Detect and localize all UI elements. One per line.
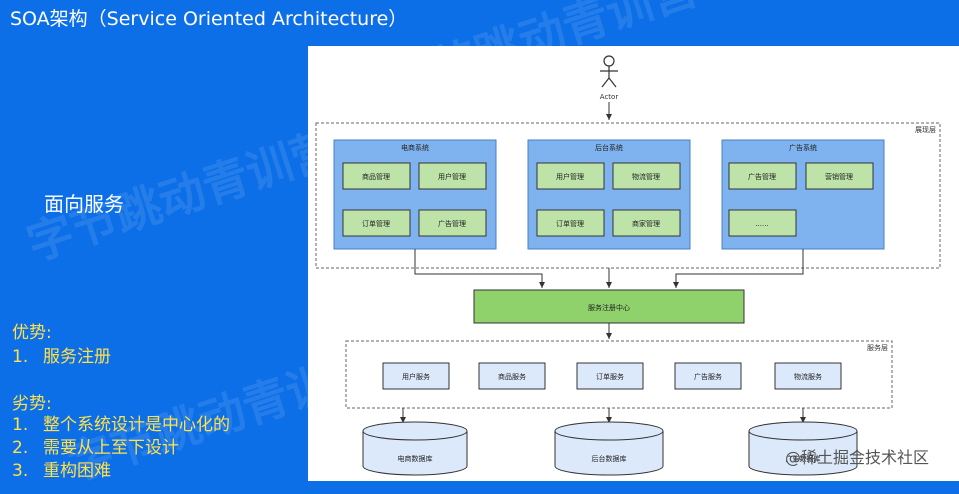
presentation-layer-label: 展现层 xyxy=(915,126,936,134)
soa-architecture-diagram: Actor 展现层 电商系统 商品管理 用户管理 订单管理 广告管理 后台系统 … xyxy=(308,46,959,481)
module-label: 物流管理 xyxy=(632,172,660,181)
database-label: 广告数据库 xyxy=(786,454,821,463)
service-registry-label: 服务注册中心 xyxy=(588,303,630,312)
cons-item: 1. 整个系统设计是中心化的 xyxy=(12,410,230,435)
service-layer-frame xyxy=(345,340,893,409)
pros-item: 1. 服务注册 xyxy=(12,342,111,367)
module-box xyxy=(728,209,797,237)
module-box xyxy=(612,162,681,190)
list-number: 1. xyxy=(12,415,29,435)
presentation-layer-frame xyxy=(315,122,941,269)
module-label: 用户管理 xyxy=(556,172,584,181)
service-box xyxy=(674,362,742,390)
list-number: 1. xyxy=(12,347,29,367)
system-box-advertising: 广告系统 广告管理 营销管理 ...... xyxy=(721,139,885,250)
module-label: 广告管理 xyxy=(438,219,466,228)
module-label: 用户管理 xyxy=(438,172,466,181)
module-label: 订单管理 xyxy=(362,219,390,228)
list-number: 3. xyxy=(12,461,29,481)
database-icon xyxy=(362,421,468,476)
module-label: 商品管理 xyxy=(362,172,390,181)
database-icon xyxy=(554,421,664,476)
slide-title: SOA架构（Service Oriented Architecture） xyxy=(10,8,408,30)
pros-heading: 优势: xyxy=(12,323,52,343)
list-item-text: 整个系统设计是中心化的 xyxy=(43,415,230,435)
slide-subtitle: 面向服务 xyxy=(44,192,124,216)
module-box xyxy=(536,162,605,190)
module-box xyxy=(612,209,681,237)
service-registry-box xyxy=(473,289,745,324)
service-layer-label: 服务层 xyxy=(867,343,888,352)
database-icon xyxy=(748,421,858,476)
module-box xyxy=(342,162,411,190)
title-bar: SOA架构（Service Oriented Architecture） xyxy=(0,0,959,34)
module-box xyxy=(728,162,797,190)
module-label: 订单管理 xyxy=(556,219,584,228)
diagram-canvas: Actor 展现层 电商系统 商品管理 用户管理 订单管理 广告管理 后台系统 … xyxy=(315,55,941,476)
actor-icon xyxy=(600,55,618,88)
system-label: 后台系统 xyxy=(595,143,623,152)
service-box xyxy=(478,362,546,390)
cons-heading: 劣势: xyxy=(12,394,52,414)
service-label: 订单服务 xyxy=(596,372,624,381)
service-box xyxy=(774,362,842,390)
list-item-text: 重构困难 xyxy=(43,461,111,481)
module-box xyxy=(418,162,487,190)
site-watermark: @稀土掘金技术社区 xyxy=(785,448,930,467)
service-box xyxy=(382,362,450,390)
database-label: 电商数据库 xyxy=(398,454,433,463)
service-label: 广告服务 xyxy=(694,372,722,381)
system-label: 电商系统 xyxy=(401,143,429,152)
connector-lines xyxy=(400,408,806,423)
module-box xyxy=(342,209,411,237)
list-item-text: 需要从上至下设计 xyxy=(43,438,179,458)
list-number: 2. xyxy=(12,438,29,458)
module-box xyxy=(536,209,605,237)
system-label: 广告系统 xyxy=(789,143,817,152)
module-box xyxy=(418,209,487,237)
service-box xyxy=(576,362,644,390)
service-label: 商品服务 xyxy=(498,372,526,381)
module-label: 营销管理 xyxy=(825,172,853,181)
list-item-text: 服务注册 xyxy=(43,347,111,367)
service-label: 用户服务 xyxy=(402,372,430,381)
system-box-ecommerce: 电商系统 商品管理 用户管理 订单管理 广告管理 xyxy=(333,139,497,250)
cons-item: 3. 重构困难 xyxy=(12,456,111,481)
actor-label: Actor xyxy=(600,93,619,101)
cons-item: 2. 需要从上至下设计 xyxy=(12,433,179,458)
system-box-backend: 后台系统 用户管理 物流管理 订单管理 商家管理 xyxy=(527,139,691,250)
database-label: 后台数据库 xyxy=(592,454,627,463)
module-label: ...... xyxy=(755,220,768,228)
module-label: 商家管理 xyxy=(632,219,660,228)
module-box xyxy=(805,162,874,190)
module-label: 广告管理 xyxy=(748,172,776,181)
connector-lines xyxy=(414,249,804,288)
service-label: 物流服务 xyxy=(794,372,822,381)
